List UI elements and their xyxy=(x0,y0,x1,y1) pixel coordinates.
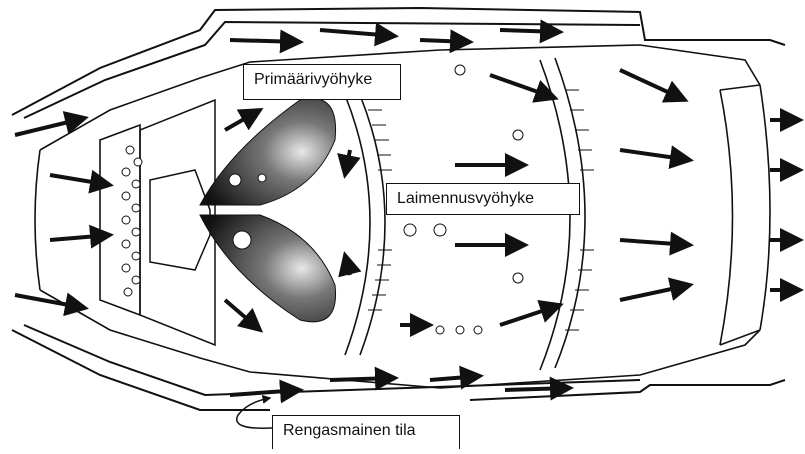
label-primary-zone: Primäärivyöhyke xyxy=(243,64,401,100)
label-annular-space: Rengasmainen tila xyxy=(272,415,460,449)
label-dilution-zone: Laimennusvyöhyke xyxy=(386,183,580,215)
liner xyxy=(35,45,770,388)
flame-zone xyxy=(200,98,336,321)
annular-pointer xyxy=(237,398,272,428)
